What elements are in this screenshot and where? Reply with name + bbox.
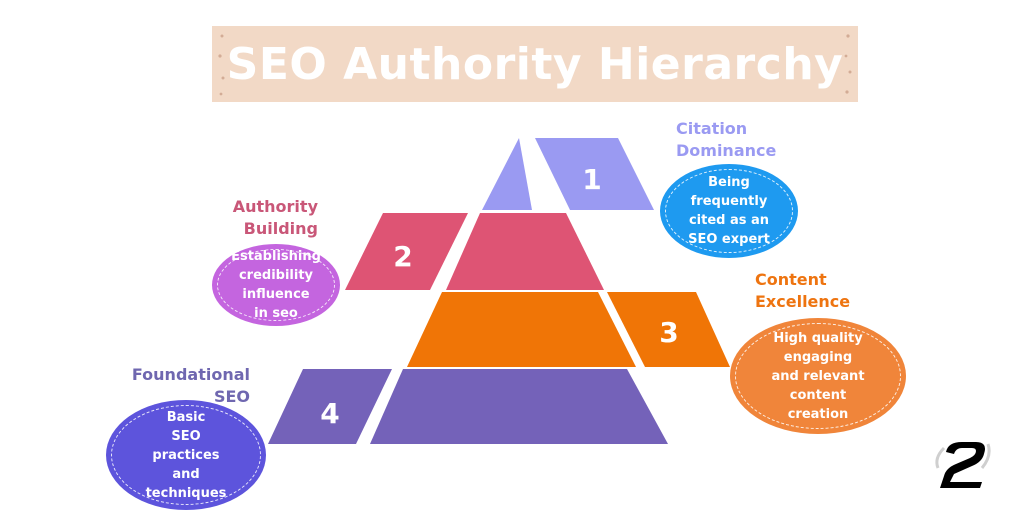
tier-4-tab <box>268 369 392 444</box>
tier-4-label: Foundational SEO <box>131 365 250 406</box>
tier-1-tab <box>535 138 654 210</box>
tier-2-description-bubble: Establishing credibility influence in se… <box>212 244 340 326</box>
pyramid-tier-4 <box>370 369 668 444</box>
tier-1-description-bubble: Being frequently cited as an SEO expert <box>660 164 798 258</box>
pyramid-tier-1 <box>482 138 532 210</box>
pyramid-tier-3 <box>407 292 636 367</box>
tier-1-number: 1 <box>582 163 601 196</box>
tier-3-description-bubble: High quality engaging and relevant conte… <box>730 318 906 434</box>
logo-2-icon <box>935 442 991 488</box>
title-banner: SEO Authority Hierarchy <box>212 26 858 102</box>
page-title: SEO Authority Hierarchy <box>226 38 844 90</box>
tier-1-label: Citation Dominance <box>676 119 777 160</box>
tier-2-label: Authority Building <box>232 197 318 238</box>
tier-4-description-bubble: Basic SEO practices and techniques <box>106 400 266 510</box>
tier-3-tab <box>607 292 730 367</box>
tier-4-number: 4 <box>320 397 339 430</box>
tier-2-tab <box>345 213 468 290</box>
tier-3-number: 3 <box>659 316 678 349</box>
tier-2-number: 2 <box>393 240 412 273</box>
tier-3-label: Content Excellence <box>755 270 851 311</box>
pyramid-tier-2 <box>446 213 604 290</box>
banner-texture <box>218 34 852 96</box>
